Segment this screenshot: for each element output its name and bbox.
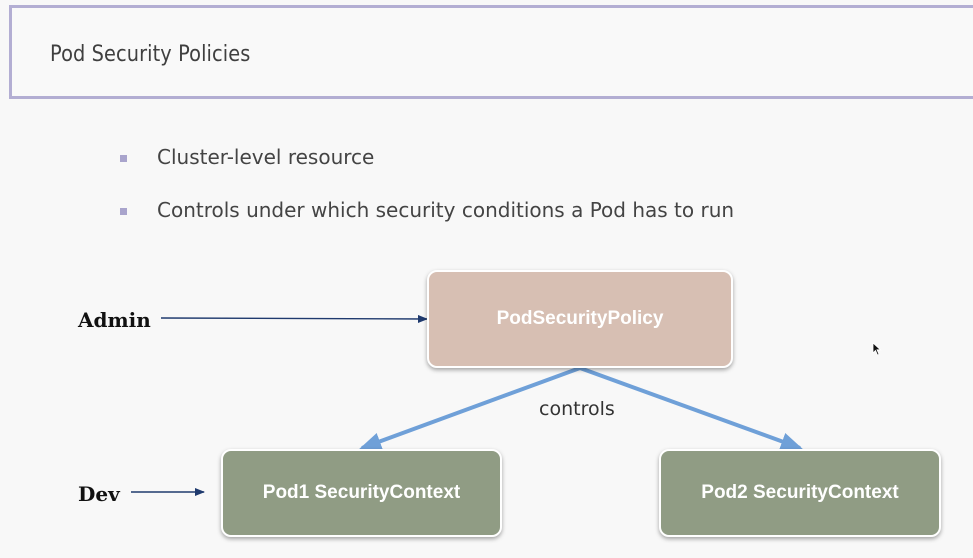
policy-to-pod1-arrow bbox=[359, 366, 581, 450]
admin-to-policy-arrow bbox=[160, 314, 428, 323]
pod2-security-context-label: Pod2 SecurityContext bbox=[701, 482, 899, 503]
bullet-marker-icon bbox=[120, 155, 127, 162]
pod-security-policy-label: PodSecurityPolicy bbox=[496, 308, 664, 329]
slide-title: Pod Security Policies bbox=[50, 42, 251, 67]
bullet-marker-icon bbox=[120, 208, 127, 215]
bullet-text: Cluster-level resource bbox=[157, 145, 375, 169]
dev-label: Dev bbox=[78, 482, 120, 506]
pod1-security-context-label: Pod1 SecurityContext bbox=[262, 482, 461, 503]
admin-label: Admin bbox=[78, 308, 151, 332]
controls-edge-label: controls bbox=[539, 398, 615, 420]
policy-to-pod2-arrow bbox=[579, 366, 803, 450]
pod1-security-context-node: Pod1 SecurityContext bbox=[221, 449, 502, 537]
mouse-pointer-icon bbox=[872, 342, 882, 356]
slide-title-bar: Pod Security Policies bbox=[9, 5, 973, 99]
pod-security-policy-node: PodSecurityPolicy bbox=[427, 270, 733, 368]
pod2-security-context-node: Pod2 SecurityContext bbox=[659, 449, 941, 537]
bullet-text: Controls under which security conditions… bbox=[157, 198, 735, 222]
